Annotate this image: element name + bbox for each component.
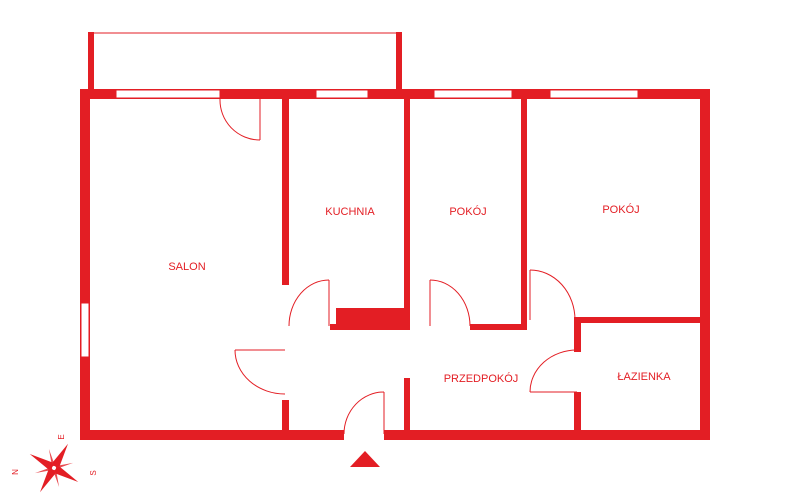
room-label-pokoj-1: POKÓJ — [449, 205, 486, 218]
window-pokoj-1 — [433, 89, 513, 99]
window-kuchnia — [315, 89, 369, 99]
exterior-walls — [80, 89, 710, 440]
window-salon-side — [80, 302, 90, 358]
door-kuchnia — [288, 279, 330, 327]
compass-north: N — [11, 469, 20, 475]
room-label-przedpokoj: PRZEDPOKÓJ — [444, 372, 519, 385]
room-label-lazienka: ŁAZIENKA — [617, 371, 671, 383]
window-pokoj-2 — [549, 89, 639, 99]
door-pokoj-1 — [429, 279, 471, 327]
balcony — [88, 32, 402, 94]
doors — [219, 98, 578, 435]
compass-rose-icon — [29, 443, 79, 493]
door-balcony — [219, 98, 261, 141]
door-entrance — [343, 391, 385, 435]
door-lazienka — [529, 349, 578, 393]
door-salon — [234, 349, 286, 395]
room-label-salon: SALON — [168, 261, 205, 273]
entrance-arrow-icon — [350, 451, 380, 467]
interior-walls — [282, 89, 710, 440]
window-salon — [115, 89, 221, 99]
windows — [80, 89, 639, 358]
room-label-pokoj-2: POKÓJ — [602, 203, 639, 216]
door-pokoj-2 — [529, 269, 576, 321]
compass-south: S — [89, 470, 98, 475]
kitchen-counter — [336, 308, 406, 330]
compass-east: E — [57, 434, 66, 439]
room-label-kuchnia: KUCHNIA — [325, 206, 375, 218]
